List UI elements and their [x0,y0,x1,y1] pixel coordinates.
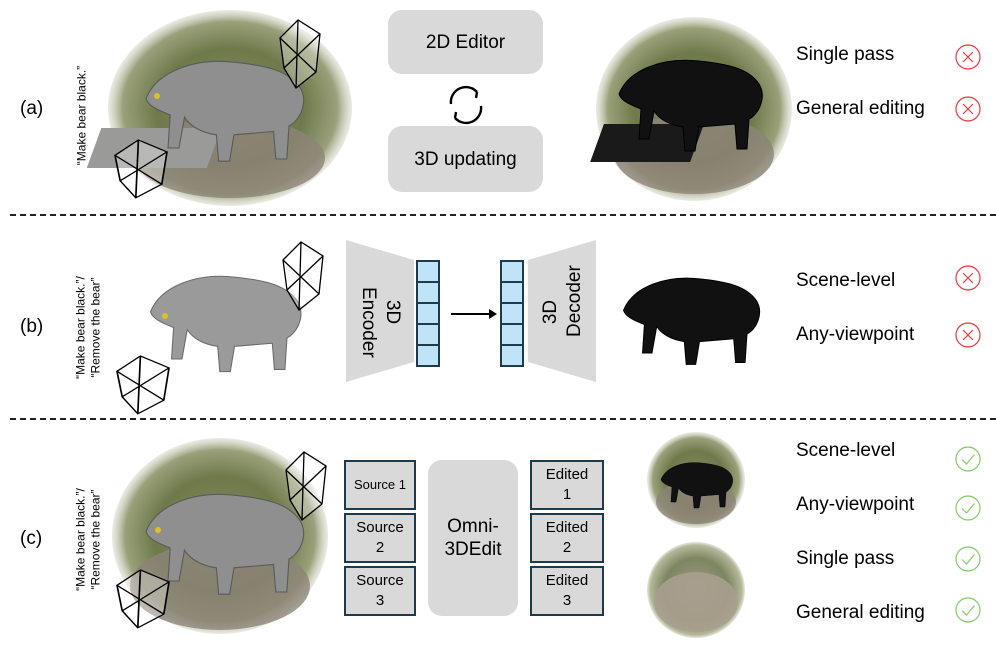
property-scene-level: Scene-level [796,440,896,461]
source-view-1: Source 1 [344,460,416,510]
row-divider [10,418,996,420]
property-general-editing: General editing [796,602,925,623]
edited-view-1: Edited 1 [530,460,604,510]
feature-cell [416,260,440,283]
row-a-prompt: “Make bear black.” [74,65,89,166]
feature-cell [416,323,440,346]
3d-updating-box: 3D updating [388,126,543,192]
feature-cell [500,344,524,367]
cross-icon [955,44,981,70]
2d-editor-box: 2D Editor [388,10,543,74]
row-b-prompt-line-1: “Make bear black.”/ [73,276,88,379]
source-view-3-label: Source 3 [356,572,404,609]
right-arrow-icon [451,309,497,319]
camera-frustum-icon [114,139,168,199]
output-bear-object-image-b [623,277,761,365]
camera-frustum-icon [282,241,324,311]
3d-decoder-block [528,240,596,382]
feature-cell [500,302,524,325]
feature-cell [500,323,524,346]
row-c-prompt-line-1: “Make bear black.”/ [73,488,88,591]
edited-view-3-label: Edited 3 [545,572,589,609]
cross-icon [955,265,981,291]
output-black-bear-scene-image [647,432,745,528]
feature-cell [416,302,440,325]
property-single-pass: Single pass [796,44,895,65]
check-icon [955,495,981,521]
row-b-prompt-line-2: “Remove the bear” [88,277,103,378]
check-icon [955,546,981,572]
row-divider [10,214,996,216]
omni-3dedit-label: Omni-3DEdit [444,516,502,560]
property-any-viewpoint: Any-viewpoint [796,324,915,345]
row-a-label: (a) [20,98,44,119]
row-c-prompt-line-2: “Remove the bear” [88,489,103,590]
input-bear-object-image-b [149,275,302,373]
cycle-arrows-icon [449,85,483,125]
encoder-feature-vector [416,260,440,367]
edited-view-2-label: Edited 2 [545,519,589,556]
3d-encoder-block [346,240,414,382]
property-any-viewpoint: Any-viewpoint [796,494,915,515]
feature-cell [500,260,524,283]
camera-frustum-icon [116,569,170,629]
edited-view-2: Edited 2 [530,513,604,563]
property-general-editing: General editing [796,98,925,119]
cross-icon [955,322,981,348]
feature-cell [416,344,440,367]
output-bear-removed-scene-image [647,542,745,638]
cross-icon [955,96,981,122]
omni-3dedit-model-box: Omni-3DEdit [428,460,518,616]
feature-cell [416,281,440,304]
camera-frustum-icon [279,19,321,89]
3d-decoder-label: 3D Decoder [540,265,585,337]
check-icon [955,597,981,623]
camera-frustum-icon [285,451,327,521]
check-icon [955,446,981,472]
feature-cell [500,281,524,304]
edited-view-3: Edited 3 [530,566,604,616]
source-view-2: Source 2 [344,513,416,563]
property-scene-level: Scene-level [796,270,896,291]
row-c-label: (c) [20,528,43,549]
property-single-pass: Single pass [796,548,895,569]
source-view-2-label: Source 2 [356,519,404,556]
row-b-label: (b) [20,316,44,337]
decoder-feature-vector [500,260,524,367]
output-scene-image-a [590,17,792,201]
edited-view-1-label: Edited 1 [545,466,589,503]
3d-encoder-label: 3D Encoder [358,287,403,358]
source-view-3: Source 3 [344,566,416,616]
camera-frustum-icon [116,355,170,415]
